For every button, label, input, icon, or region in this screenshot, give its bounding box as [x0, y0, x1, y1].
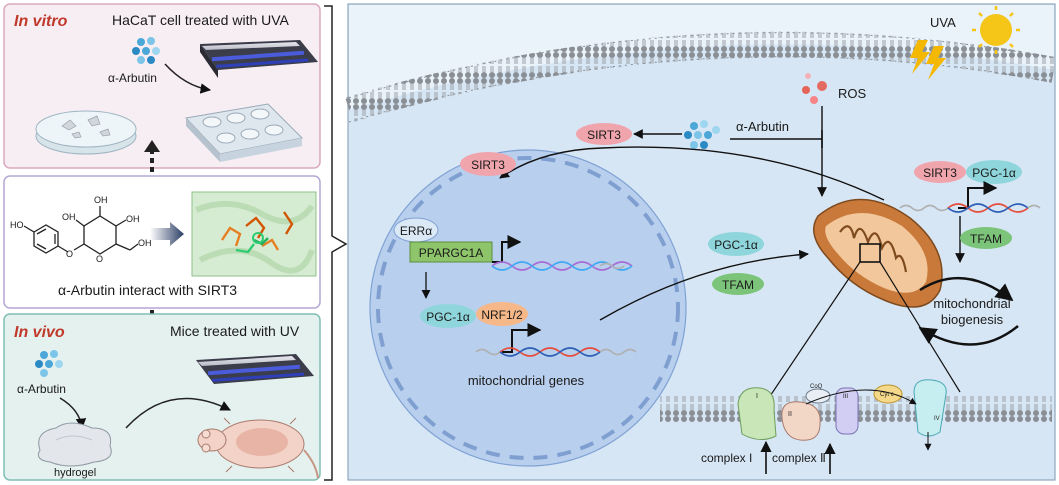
biogenesis-line2: biogenesis: [941, 312, 1004, 327]
in-vivo-caption: Mice treated with UV: [170, 323, 300, 339]
nucleus: [369, 149, 687, 467]
svg-text:O: O: [96, 254, 103, 264]
dashed-arrow-up: [144, 140, 160, 172]
svg-text:OH: OH: [94, 195, 108, 205]
arbutin-dots-icon: [684, 120, 720, 149]
svg-text:HO: HO: [10, 220, 24, 230]
svg-text:IV: IV: [934, 416, 940, 422]
svg-text:SIRT3: SIRT3: [471, 158, 505, 172]
grouping-bracket: [324, 5, 348, 481]
svg-text:OH: OH: [62, 212, 76, 222]
svg-text:PGC-1α: PGC-1α: [714, 238, 758, 252]
lightning-icon: [910, 40, 946, 80]
hydrogel-icon: [37, 422, 112, 467]
arbutin-structure: [23, 206, 139, 255]
complex-i: I: [737, 387, 777, 440]
docking-caption: α-Arbutin interact with SIRT3: [58, 282, 237, 298]
uv-lamp-icon: [200, 40, 318, 78]
svg-text:I: I: [756, 393, 758, 400]
svg-text:SIRT3: SIRT3: [587, 128, 621, 142]
svg-text:OH: OH: [126, 214, 140, 224]
ros-label: ROS: [838, 86, 867, 101]
svg-text:OH: OH: [138, 238, 152, 248]
petri-dish-icon: [35, 110, 137, 155]
dna-mito-genes: [475, 347, 637, 357]
docking-image: [191, 191, 317, 277]
structure-atom-labels: HO O O OH OH OH OH: [10, 195, 152, 264]
complex-iii: III: [835, 387, 859, 435]
big-right-arrow-icon: [150, 222, 184, 246]
pgc-right-node: PGC-1α: [966, 160, 1022, 184]
coq: CoQ: [805, 384, 831, 404]
in-vitro-title: In vitro: [14, 13, 68, 30]
hydrogel-label: hydrogel: [54, 467, 96, 479]
in-vivo-compound: α-Arbutin: [17, 382, 66, 396]
svg-text:Cyt c: Cyt c: [880, 392, 894, 398]
svg-text:O: O: [66, 249, 73, 259]
svg-text:CoQ: CoQ: [810, 384, 823, 390]
mouse-icon: [197, 417, 319, 479]
well-plate-icon: [184, 103, 304, 162]
biogenesis-line1: mitochondrial: [933, 296, 1010, 311]
docking-panel: HO O O OH OH OH OH α-Arbutin inter: [3, 175, 321, 309]
nrf-node: NRF1/2: [476, 302, 528, 326]
err-node: ERRα: [393, 217, 439, 243]
mito-genes-label: mitochondrial genes: [468, 373, 585, 388]
uva-label: UVA: [930, 15, 956, 30]
tfam-mid-node: TFAM: [712, 273, 764, 295]
dna-ppargc1a: [491, 261, 633, 271]
tfam-right-node: TFAM: [960, 227, 1012, 249]
svg-text:SIRT3: SIRT3: [923, 166, 957, 180]
svg-text:II: II: [788, 411, 792, 418]
svg-text:III: III: [843, 394, 848, 400]
complex-ii: II: [781, 401, 821, 441]
svg-text:TFAM: TFAM: [722, 278, 754, 292]
arbutin-label: α-Arbutin: [736, 119, 789, 134]
arbutin-dots-icon: [35, 350, 63, 377]
cytc: Cyt c: [873, 384, 903, 404]
dna-tfam: [899, 203, 1041, 213]
pgc-mid-node: PGC-1α: [708, 232, 764, 256]
in-vitro-compound: α-Arbutin: [108, 71, 157, 85]
in-vivo-title: In vivo: [14, 324, 65, 341]
complex-ii-label: complex Ⅱ: [772, 451, 826, 465]
complex-i-label: complex I: [701, 451, 752, 465]
sirt3-nucleus-node: SIRT3: [460, 152, 516, 176]
mitochondrion: [813, 198, 943, 308]
arbutin-dots-icon: [132, 37, 160, 64]
in-vitro-caption: HaCaT cell treated with UVA: [112, 12, 290, 28]
cell-membrane: [345, 31, 1057, 123]
complex-iv: IV: [913, 379, 947, 437]
ppargc1a-node: PPARGC1A: [409, 241, 493, 263]
sun-icon: [972, 6, 1020, 54]
zoom-box: [859, 243, 881, 263]
svg-text:TFAM: TFAM: [970, 232, 1002, 246]
ros-dots-icon: [802, 73, 827, 104]
sirt3-right-node: SIRT3: [914, 161, 966, 183]
sirt3-top-node: SIRT3: [576, 123, 632, 145]
pgc-nucleus-node: PGC-1α: [420, 304, 476, 328]
svg-text:ERRα: ERRα: [400, 224, 432, 238]
svg-text:PGC-1α: PGC-1α: [426, 310, 470, 324]
svg-text:NRF1/2: NRF1/2: [481, 308, 523, 322]
in-vivo-panel: In vivo Mice treated with UV α-Arbutin h…: [3, 313, 321, 481]
uv-lamp-icon: [196, 354, 314, 384]
svg-text:PGC-1α: PGC-1α: [972, 166, 1016, 180]
in-vitro-panel: In vitro HaCaT cell treated with UVA α-A…: [3, 3, 321, 169]
svg-text:PPARGC1A: PPARGC1A: [419, 246, 483, 260]
